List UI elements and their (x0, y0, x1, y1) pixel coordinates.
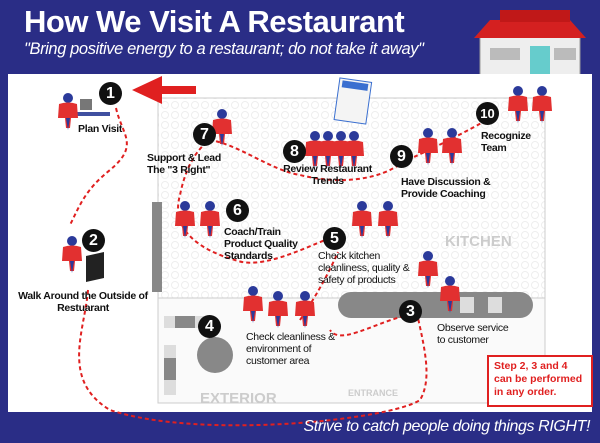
zone-exterior: EXTERIOR (200, 390, 277, 407)
step-6-marker: 6 (226, 199, 249, 222)
page-title: How We Visit A Restaurant (24, 4, 405, 39)
step-9-marker: 9 (390, 145, 413, 168)
desk-icon (72, 112, 110, 116)
arrow-left-icon (132, 76, 196, 104)
computer-icon (80, 99, 92, 110)
step-2-label: Walk Around the Outside of Restuarant (18, 290, 148, 314)
step-10-marker: 10 (476, 102, 499, 125)
page-subtitle: "Bring positive energy to a restaurant; … (24, 40, 424, 58)
restaurant-building-icon (474, 10, 586, 77)
footer-tagline: Strive to catch people doing things RIGH… (303, 418, 591, 435)
step-2-marker: 2 (82, 229, 105, 252)
step-7-label: Support & Lead The "3 Right" (147, 152, 221, 176)
building-corner-icon (86, 252, 104, 282)
step-1-label: Plan Visit (78, 123, 123, 135)
step-4-marker: 4 (198, 315, 221, 338)
step-5-label: Check kitchen cleanliness, quality & saf… (318, 250, 410, 286)
step-9-label: Have Discussion & Provide Coaching (401, 176, 491, 200)
step-3-marker: 3 (399, 300, 422, 323)
zone-entrance: ENTRANCE (348, 388, 399, 398)
step-8-marker: 8 (283, 140, 306, 163)
service-counter (338, 292, 533, 318)
order-note: Step 2, 3 and 4 can be performed in any … (487, 355, 593, 407)
step-4-label: Check cleanliness & environment of custo… (246, 331, 335, 367)
zone-kitchen: KITCHEN (445, 233, 512, 250)
dining-table (197, 337, 233, 373)
step-3-label: Observe service to customer (437, 322, 509, 346)
step-7-marker: 7 (193, 123, 216, 146)
step-8-label: Review Restaurant Trends (283, 163, 372, 187)
wall (152, 202, 162, 292)
step-10-label: Recognize Team (481, 130, 531, 154)
step-5-marker: 5 (323, 227, 346, 250)
step-6-label: Coach/Train Product Quality Standards (224, 226, 298, 262)
step-1-marker: 1 (99, 82, 122, 105)
